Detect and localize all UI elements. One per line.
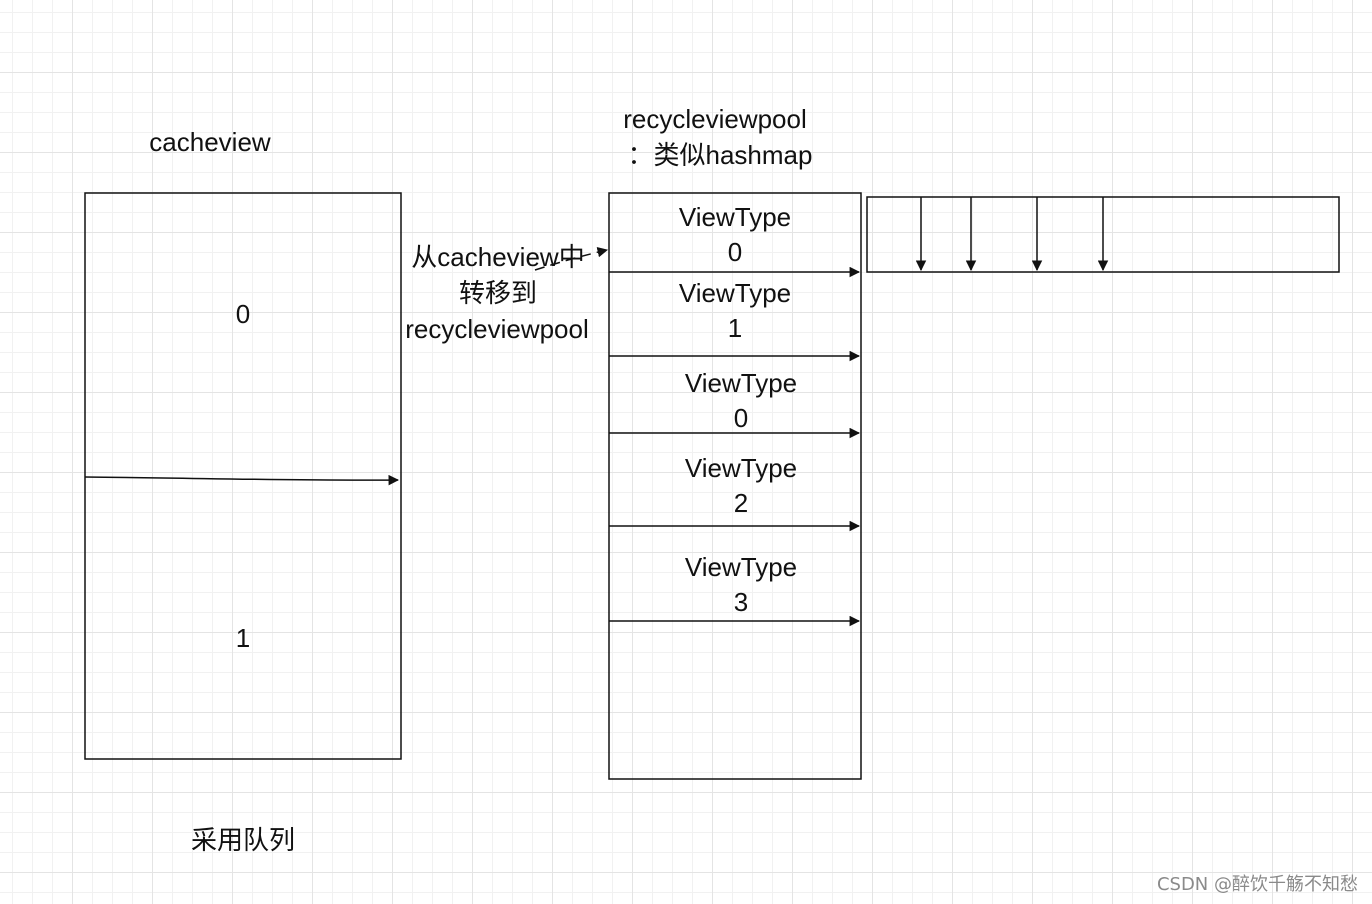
cacheview-title: cacheview xyxy=(149,127,271,157)
cacheview-footer: 采用队列 xyxy=(190,825,295,855)
pool-cell-4: ViewType 3 xyxy=(615,550,867,620)
pool-cell-1: ViewType 1 xyxy=(609,276,861,346)
transfer-label-line2: 转移到 xyxy=(458,278,537,308)
pool-cell-3: ViewType 2 xyxy=(615,451,867,521)
pool-cell-4-name: ViewType xyxy=(684,552,798,582)
pool-cell-3-name: ViewType xyxy=(684,453,798,483)
pool-box xyxy=(608,192,862,780)
cacheview-divider-arrow xyxy=(84,474,400,486)
pool-cell-2-name: ViewType xyxy=(684,368,798,398)
pool-cell-1-type: 1 xyxy=(727,313,743,343)
transfer-label-line3: recycleviewpool xyxy=(405,314,589,344)
cacheview-box xyxy=(84,192,402,760)
pool-cell-2-type: 0 xyxy=(733,403,749,433)
pool-title-line1: recycleviewpool xyxy=(623,104,807,134)
cacheview-cell-1: 1 xyxy=(235,623,251,653)
transfer-label-line1: 从cacheview中 xyxy=(411,242,585,272)
pool-cell-0: ViewType 0 xyxy=(609,200,861,270)
pool-cell-3-type: 2 xyxy=(733,488,749,518)
cacheview-cell-0: 0 xyxy=(235,299,251,329)
pool-cell-4-type: 3 xyxy=(733,587,749,617)
pool-cell-1-name: ViewType xyxy=(678,278,792,308)
pool-cell-2: ViewType 0 xyxy=(615,366,867,436)
pool-cell-0-type: 0 xyxy=(727,237,743,267)
pool-title-line2: ：类似hashmap xyxy=(627,140,813,170)
transfer-arrow xyxy=(534,246,609,271)
pool-cell-0-name: ViewType xyxy=(678,202,792,232)
watermark: CSDN @醉饮千觞不知愁 xyxy=(1156,874,1358,895)
